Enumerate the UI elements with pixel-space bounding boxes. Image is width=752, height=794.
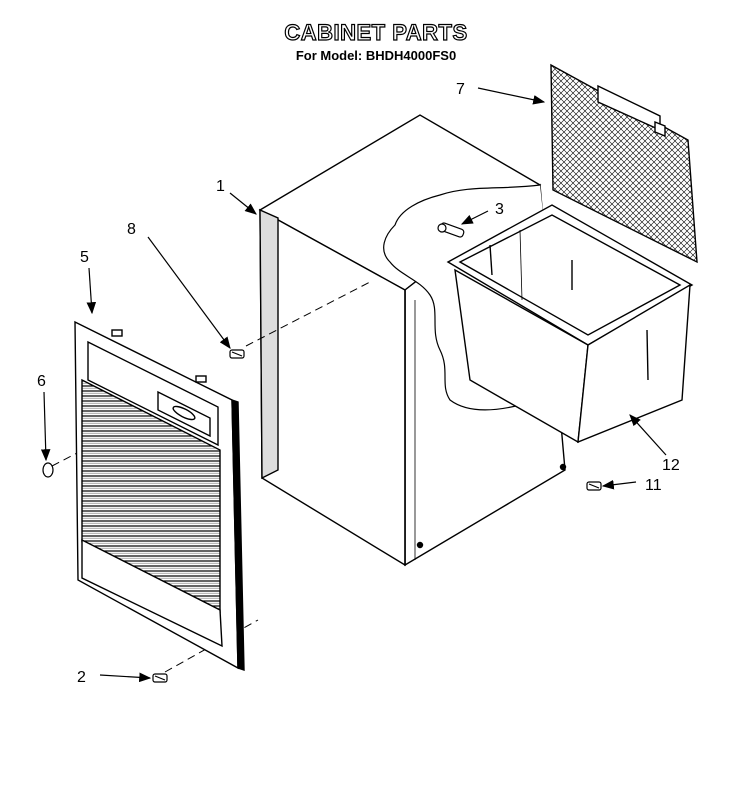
front-panel: [74, 320, 245, 671]
callout-7: 7: [456, 81, 465, 98]
page-title: CABINET PARTS: [284, 19, 468, 45]
callout-2: 2: [77, 669, 86, 686]
callout-5: 5: [80, 249, 89, 266]
callout-12: 12: [662, 457, 680, 474]
float-part: [437, 222, 465, 238]
water-bucket: [446, 204, 694, 444]
callout-11: 11: [645, 477, 662, 494]
plug-6: [42, 462, 54, 478]
screw-8: [229, 349, 245, 359]
callout-leaders: [40, 87, 667, 683]
screw-2: [152, 673, 168, 683]
callout-6: 6: [37, 373, 46, 390]
filter-grille: [550, 63, 698, 264]
callout-3: 3: [495, 201, 504, 218]
screw-11: [586, 481, 602, 491]
callout-8: 8: [127, 221, 136, 238]
model-subtitle: For Model: BHDH4000FS0: [295, 48, 457, 63]
callout-1: 1: [216, 178, 225, 195]
